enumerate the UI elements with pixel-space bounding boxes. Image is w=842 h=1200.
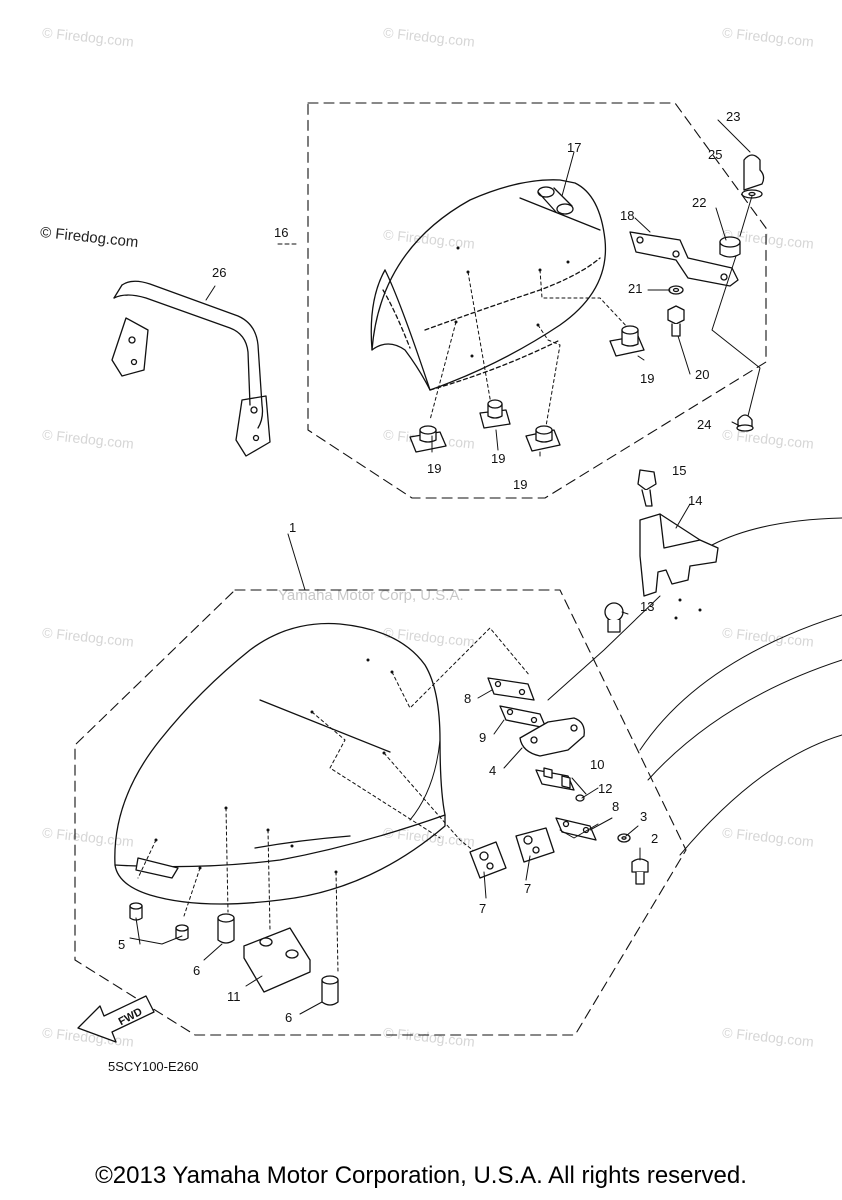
callout-11: 11 [227,989,241,1004]
callout-6a: 6 [193,963,201,978]
rider-seat-hardware [129,677,649,1006]
lower-group-boundary [74,589,687,1036]
callout-13: 13 [640,599,655,614]
callout-10: 10 [590,757,605,772]
hardware-upper [667,154,765,432]
callout-23: 23 [726,109,741,124]
callout-6b: 6 [285,1010,293,1025]
callout-22: 22 [692,195,707,210]
callout-7b: 7 [524,881,532,896]
callout-19c: 19 [491,451,506,466]
callout-3: 3 [640,809,648,824]
callout-19b: 19 [427,461,442,476]
callout-15: 15 [672,463,687,478]
callout-24: 25 [708,147,723,162]
callout-2: 2 [651,831,659,846]
callout-8b: 8 [612,799,620,814]
callout-12: 12 [598,781,613,796]
callout-1: 1 [289,520,297,535]
callout-9: 9 [479,730,487,745]
rider-seat [114,622,531,973]
yamaha-watermark: Yamaha Motor Corp, U.S.A. [278,587,464,604]
callout-19d: 19 [513,477,528,492]
bracket-14-leaders [547,503,702,701]
rider-seat-leaders [129,207,741,1015]
callout-17: 17 [567,140,582,155]
fwd-arrow [77,995,155,1043]
callout-21: 21 [628,281,643,296]
copyright-notice: ©2013 Yamaha Motor Corporation, U.S.A. A… [95,1162,747,1189]
callout-7a: 7 [479,901,487,916]
callout-26: 26 [212,265,227,280]
callout-16: 16 [274,225,289,240]
callout-25: 24 [697,417,712,432]
bracket-18 [629,217,739,287]
hardware-leaders [711,119,761,417]
callout-5: 5 [118,937,126,952]
upper-group-boundary [307,102,767,499]
callout-19a: 19 [640,371,655,386]
callout-20: 20 [695,367,710,382]
callout-4: 4 [489,763,497,778]
diagram-code: 5SCY100-E260 [108,1059,199,1074]
callout-18: 18 [620,208,635,223]
fastener-19 [409,325,645,453]
callout-8a: 8 [464,691,472,706]
fender-outline [639,517,842,856]
passenger-seat [370,179,631,433]
bolt-13 [604,602,624,633]
bracket-14 [637,469,719,597]
grab-bar [111,280,271,457]
callout-14: 14 [688,493,703,508]
